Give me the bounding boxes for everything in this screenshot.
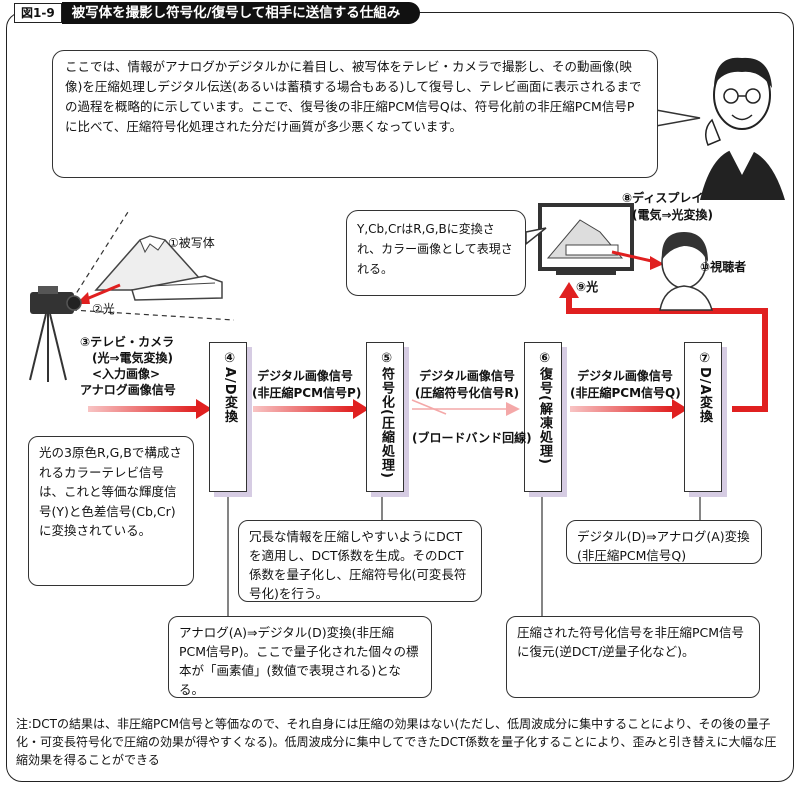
viewer-label: ⑩視聴者: [700, 260, 747, 274]
signal-label-p-line2: (非圧縮PCM信号P): [252, 386, 362, 400]
display-light-arrow: [611, 250, 657, 264]
light-arrow: [83, 283, 121, 302]
rgb-conversion-box: 光の3原色R,G,Bで構成されるカラーテレビ信号は、これと等価な輝度信号(Y)と…: [28, 436, 194, 586]
display-label-line2: (電気⇒光変換): [632, 208, 714, 222]
mountain-train-icon: [94, 235, 223, 301]
signal-label-q-line2: (非圧縮PCM信号Q): [570, 386, 681, 400]
viewer-icon: [659, 232, 713, 311]
encoder-column: ⑤符号化(圧縮処理): [366, 342, 404, 492]
light-label: ②光: [92, 302, 115, 316]
signal-label-p: デジタル画像信号 (非圧縮PCM信号P): [252, 368, 362, 402]
ad-converter-column: ④A/D変換: [209, 342, 247, 492]
camera-label: ③テレビ・カメラ (光⇒電気変換) <入力画像> アナログ画像信号: [80, 334, 176, 398]
signal-label-q: デジタル画像信号 (非圧縮PCM信号Q): [570, 368, 681, 402]
light-label-2: ⑨光: [576, 280, 599, 294]
decode-explanation-box: 圧縮された符号化信号を非圧縮PCM信号に復元(逆DCT/逆量子化など)。: [506, 616, 760, 698]
signal-label-r-line1: デジタル画像信号: [419, 369, 515, 383]
decoder-column: ⑥復号(解凍処理): [524, 342, 562, 492]
flow-arrow-2: [253, 399, 369, 419]
camera-label-line4: アナログ画像信号: [80, 383, 176, 397]
ad-explanation-box: アナログ(A)⇒デジタル(D)変換(非圧縮PCM信号P)。ここで量子化された個々…: [168, 616, 432, 698]
flow-arrow-3-line: [411, 399, 520, 416]
flow-arrow-4: [570, 399, 688, 419]
figure-title: 被写体を撮影し符号化/復号して相手に送信する仕組み: [61, 2, 421, 24]
da-converter-label: ⑦D/A変換: [697, 351, 712, 424]
camera-view-line-bottom: [71, 309, 235, 321]
broadband-label: (ブロードバンド回線): [412, 431, 532, 445]
footnote: 注:DCTの結果は、非圧縮PCM信号と等価なので、それ自身には圧縮の効果はない(…: [16, 717, 777, 767]
flow-arrow-1: [88, 399, 212, 419]
figure-label: 図1-9: [14, 3, 62, 23]
presenter-icon: [700, 57, 785, 200]
display-bubble: Y,Cb,CrはR,G,Bに変換され、カラー画像として表現される。: [346, 210, 526, 296]
flow-arrow-to-display: [559, 282, 768, 412]
signal-label-q-line1: デジタル画像信号: [577, 369, 673, 383]
signal-label-r-line2: (圧縮符号化信号R): [414, 386, 520, 400]
intro-bubble-tail: [655, 109, 701, 127]
da-converter-column: ⑦D/A変換: [684, 342, 722, 492]
signal-label-p-line1: デジタル画像信号: [257, 369, 353, 383]
dct-box: 冗長な情報を圧縮しやすいようにDCTを適用し、DCT係数を生成。そのDCT係数を…: [238, 520, 482, 602]
display-bubble-tail: [525, 227, 547, 246]
video-camera-icon: [29, 286, 82, 382]
camera-label-line3: <入力画像>: [92, 367, 161, 381]
decoder-label: ⑥復号(解凍処理): [537, 351, 552, 465]
camera-label-line1: ③テレビ・カメラ: [80, 335, 175, 349]
display-icon: [538, 203, 634, 275]
subject-label: ①被写体: [168, 236, 215, 250]
da-explanation-box: デジタル(D)⇒アナログ(A)変換(非圧縮PCM信号Q): [566, 520, 762, 564]
encoder-label: ⑤符号化(圧縮処理): [379, 351, 394, 479]
figure-header: 図1-9 被写体を撮影し符号化/復号して相手に送信する仕組み: [14, 2, 421, 24]
display-label-line1: ⑧ディスプレイ: [622, 191, 704, 205]
intro-bubble: ここでは、情報がアナログかデジタルかに着目し、被写体をテレビ・カメラで撮影し、そ…: [52, 50, 658, 178]
camera-label-line2: (光⇒電気変換): [92, 351, 174, 365]
display-label: ⑧ディスプレイ (電気⇒光変換): [622, 190, 713, 224]
ad-converter-label: ④A/D変換: [222, 351, 237, 424]
signal-label-r: デジタル画像信号 (圧縮符号化信号R): [412, 368, 522, 402]
